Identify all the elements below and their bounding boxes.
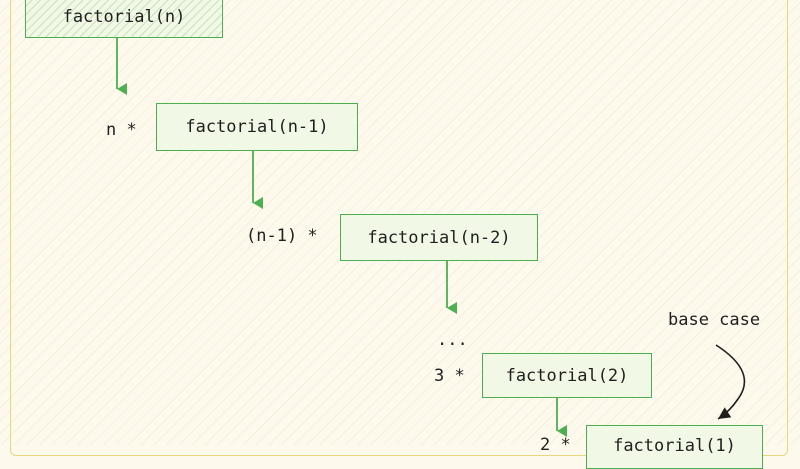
call-box-factorial-n-2: factorial(n-2) <box>340 214 538 261</box>
multiplier-n-1: (n-1) * <box>246 226 318 246</box>
arrows-layer <box>116 38 746 437</box>
call-box-factorial-n: factorial(n) <box>25 0 223 38</box>
call-box-factorial-2: factorial(2) <box>482 353 652 398</box>
base-case-arrow <box>715 344 746 420</box>
multiplier-n: n * <box>106 120 137 140</box>
call-label: factorial(n-2) <box>367 227 511 248</box>
call-label: factorial(n-1) <box>185 117 329 137</box>
ellipsis: ... <box>437 330 468 350</box>
call-label: factorial(1) <box>613 436 736 456</box>
multiplier-3: 3 * <box>434 366 465 386</box>
call-box-factorial-n-1: factorial(n-1) <box>156 103 358 151</box>
base-case-label: base case <box>668 310 761 330</box>
call-box-factorial-1: factorial(1) <box>586 425 763 469</box>
call-label: factorial(2) <box>505 365 629 386</box>
call-label: factorial(n) <box>62 7 186 27</box>
multiplier-2: 2 * <box>540 435 571 455</box>
